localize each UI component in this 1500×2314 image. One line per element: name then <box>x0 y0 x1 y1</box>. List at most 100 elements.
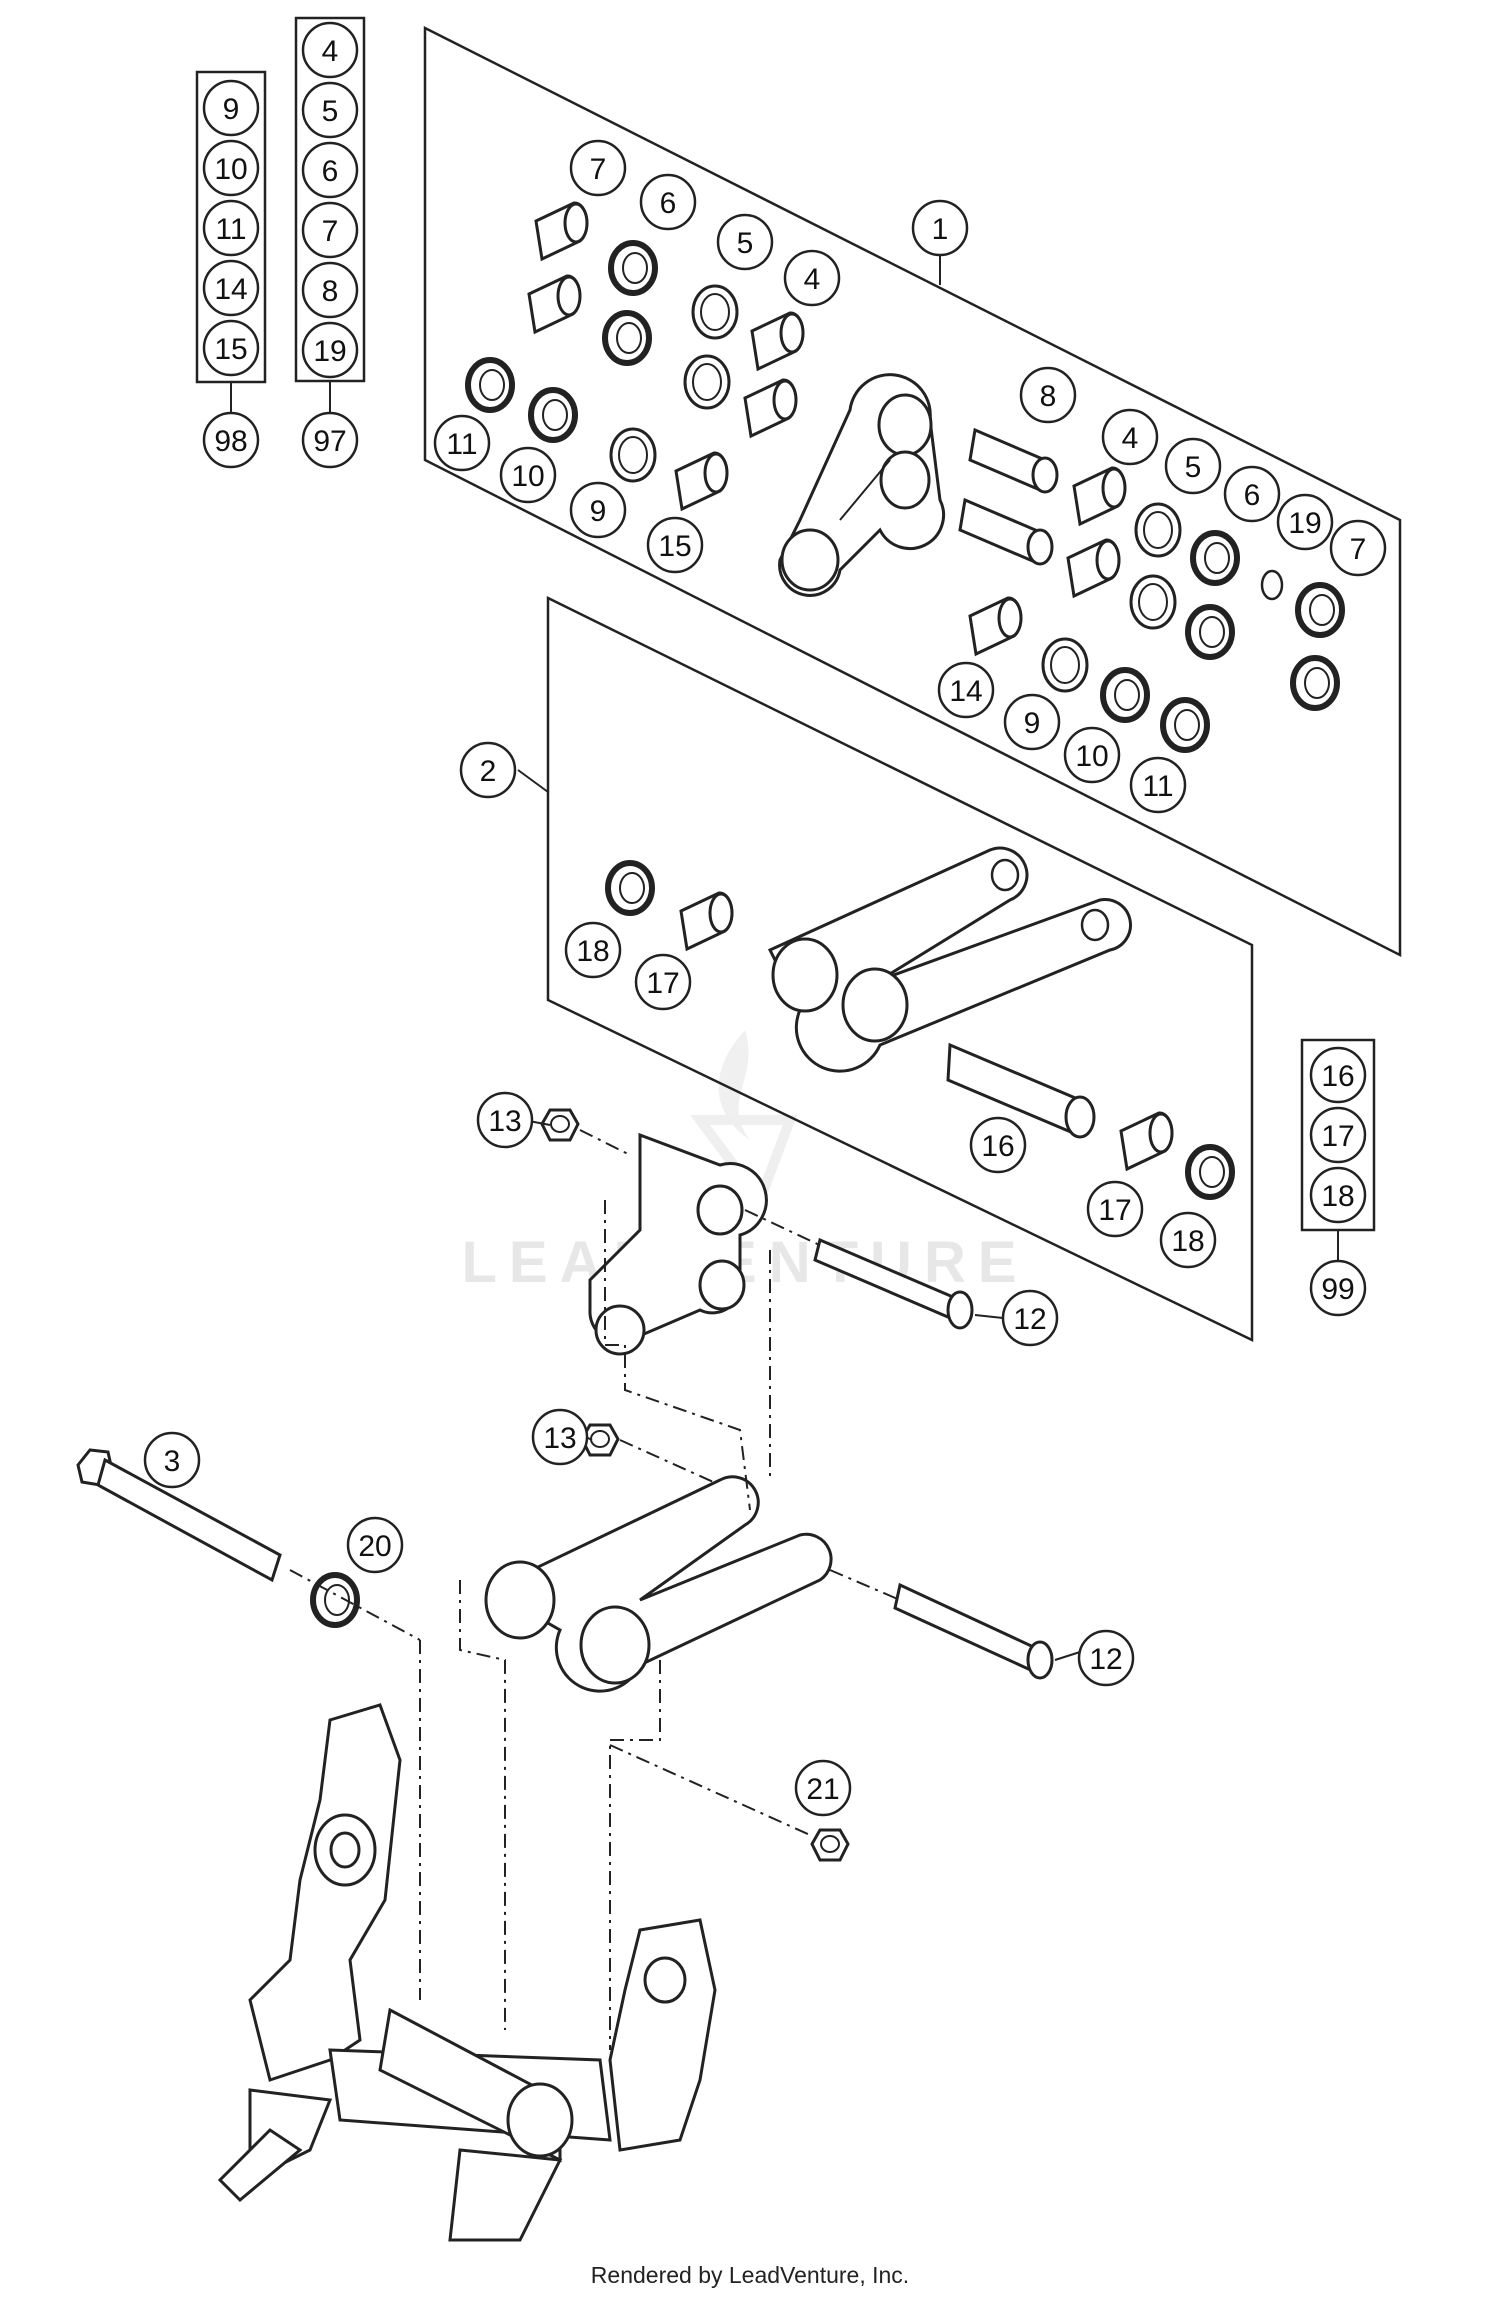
callout-9: 9 <box>1003 693 1061 751</box>
kit-item-14-label: 14 <box>214 273 247 306</box>
callout-21: 21 <box>794 1759 852 1817</box>
footer-credit: Rendered by LeadVenture, Inc. <box>590 2262 910 2288</box>
kit-item-18-label: 18 <box>1321 1180 1354 1213</box>
kit-item-7: 7 <box>301 201 359 259</box>
kit-label-99-label: 99 <box>1321 1273 1354 1306</box>
bolt-12-upper <box>813 1237 974 1330</box>
kit-item-7-label: 7 <box>322 215 339 248</box>
kit-item-5: 5 <box>301 81 359 139</box>
kit-item-8: 8 <box>301 261 359 319</box>
callout-16: 16 <box>969 1116 1027 1174</box>
bushing-16 <box>946 1042 1096 1139</box>
kit-1-panel <box>423 25 1402 958</box>
callout-6: 6 <box>639 173 697 231</box>
callout-11-label: 11 <box>446 428 477 461</box>
watermark-logo <box>690 1030 798 1211</box>
callout-12-label: 12 <box>1089 1643 1122 1676</box>
callout-11-label: 11 <box>1142 770 1173 803</box>
callout-13: 13 <box>476 1091 534 1149</box>
callout-17: 17 <box>1086 1180 1144 1238</box>
kit-item-4: 4 <box>301 21 359 79</box>
callout-17-label: 17 <box>646 967 679 1000</box>
pin-8 <box>968 427 1059 494</box>
callouts: 1234455667789910101111121213131415161717… <box>143 21 1387 1817</box>
callout-9-label: 9 <box>590 495 607 528</box>
rocker-lower <box>588 1132 768 1356</box>
callout-18: 18 <box>1159 1211 1217 1269</box>
callout-4: 4 <box>1101 408 1159 466</box>
leader-line <box>517 769 549 793</box>
kit-item-6-label: 6 <box>322 155 339 188</box>
kit-item-15: 15 <box>202 319 260 377</box>
kit-item-9-label: 9 <box>223 93 240 126</box>
callout-2: 2 <box>459 741 517 799</box>
kit-2-parts <box>608 846 1232 1197</box>
callout-5: 5 <box>716 213 774 271</box>
frame <box>217 1703 717 2242</box>
callout-4-label: 4 <box>804 263 821 296</box>
kit-2-panel <box>546 595 1254 1342</box>
kit-label-98-label: 98 <box>214 425 247 458</box>
callout-6-label: 6 <box>1244 479 1261 512</box>
callout-18-label: 18 <box>576 935 609 968</box>
kit-item-15-label: 15 <box>214 333 247 366</box>
callout-10-label: 10 <box>511 460 544 493</box>
callout-3-label: 3 <box>164 1445 181 1478</box>
pull-rod-lower <box>484 1475 833 1693</box>
callout-10-label: 10 <box>1075 740 1108 773</box>
callout-8: 8 <box>1019 366 1077 424</box>
kit-item-16-label: 16 <box>1321 1060 1354 1093</box>
kit-item-19: 19 <box>301 321 359 379</box>
kit-label-97-label: 97 <box>313 425 346 458</box>
lower-assembly <box>76 1108 1054 2242</box>
pull-rod <box>767 846 1132 1073</box>
callout-15: 15 <box>646 516 704 574</box>
kit-label-98: 98 <box>202 411 260 469</box>
kit-item-6: 6 <box>301 141 359 199</box>
callout-19-label: 19 <box>1288 507 1321 540</box>
callout-1: 1 <box>911 199 969 257</box>
linkage-rocker <box>778 373 946 597</box>
callout-10: 10 <box>1063 726 1121 784</box>
callout-7-label: 7 <box>1350 533 1367 566</box>
kit-item-17-label: 17 <box>1321 1120 1354 1153</box>
kit-item-10-label: 10 <box>214 153 247 186</box>
kit-item-14: 14 <box>202 259 260 317</box>
pin-8b <box>958 497 1054 566</box>
callout-14-label: 14 <box>949 675 982 708</box>
callout-17-label: 17 <box>1098 1194 1131 1227</box>
callout-9: 9 <box>569 481 627 539</box>
callout-12: 12 <box>1077 1629 1135 1687</box>
callout-3: 3 <box>143 1431 201 1489</box>
callout-14: 14 <box>937 661 995 719</box>
bolt-3 <box>76 1448 282 1583</box>
callout-5-label: 5 <box>737 227 754 260</box>
callout-1-label: 1 <box>932 213 949 246</box>
callout-12-label: 12 <box>1013 1303 1046 1336</box>
callout-20: 20 <box>346 1516 404 1574</box>
callout-6: 6 <box>1223 465 1281 523</box>
kit-item-16: 16 <box>1309 1046 1367 1104</box>
kit-97-box <box>294 16 366 383</box>
callout-13: 13 <box>531 1408 589 1466</box>
callout-10: 10 <box>499 446 557 504</box>
kit-item-11-label: 11 <box>215 213 246 246</box>
callout-7-label: 7 <box>590 153 607 186</box>
kit-item-5-label: 5 <box>322 95 339 128</box>
callout-5-label: 5 <box>1185 451 1202 484</box>
callout-12: 12 <box>1001 1289 1059 1347</box>
kit-1-parts <box>468 201 1342 750</box>
kit-label-99: 99 <box>1309 1259 1367 1317</box>
callout-4: 4 <box>783 249 841 307</box>
kit-item-10: 10 <box>202 139 260 197</box>
callout-5: 5 <box>1164 437 1222 495</box>
bolt-12-lower <box>893 1582 1054 1680</box>
kit-item-19-label: 19 <box>313 335 346 368</box>
kit-item-18: 18 <box>1309 1166 1367 1224</box>
callout-16-label: 16 <box>981 1130 1014 1163</box>
callout-7: 7 <box>1329 519 1387 577</box>
callout-4-label: 4 <box>1122 422 1139 455</box>
callout-15-label: 15 <box>658 530 691 563</box>
callout-13-label: 13 <box>543 1422 576 1455</box>
